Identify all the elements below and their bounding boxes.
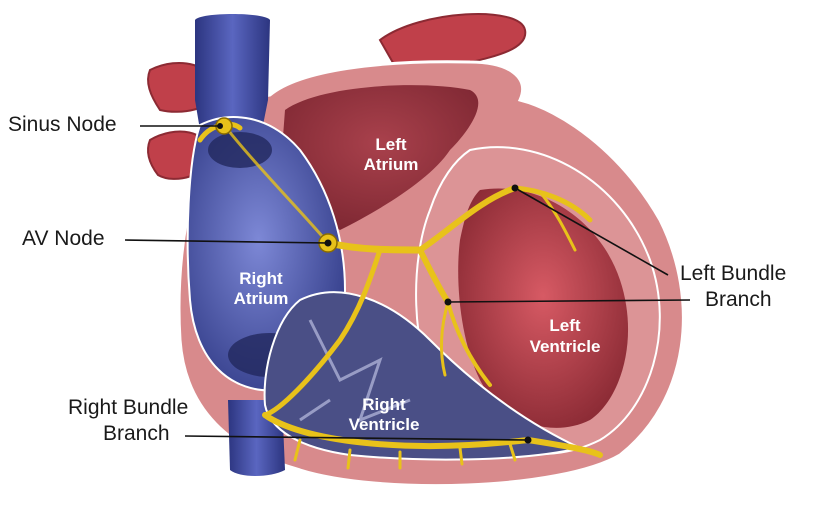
left-atrium-label-line1: Left [375,135,407,154]
right-ventricle-label-line2: Ventricle [349,415,420,434]
right-atrium-label-line2: Atrium [234,289,289,308]
left-bundle-branch-label-line2: Branch [705,288,772,311]
left-ventricle-label-line2: Ventricle [530,337,601,356]
leader-lines [124,123,691,444]
right-atrium-label-line1: Right [239,269,283,288]
left-ventricle-label-line1: Left [549,316,581,335]
right-ventricle-label-line1: Right [362,395,406,414]
sinus-node-label: Sinus Node [8,113,117,136]
right-bundle-branch-label-line2: Branch [103,422,170,445]
left-ventricle [458,188,629,428]
left-atrium-label-line2: Atrium [364,155,419,174]
left-bundle-branch-label-line1: Left Bundle [680,262,786,285]
right-bundle-branch-label-line1: Right Bundle [68,396,188,419]
av-node-label: AV Node [22,227,105,250]
vena-cava [195,14,270,130]
left-atrium [282,85,479,231]
